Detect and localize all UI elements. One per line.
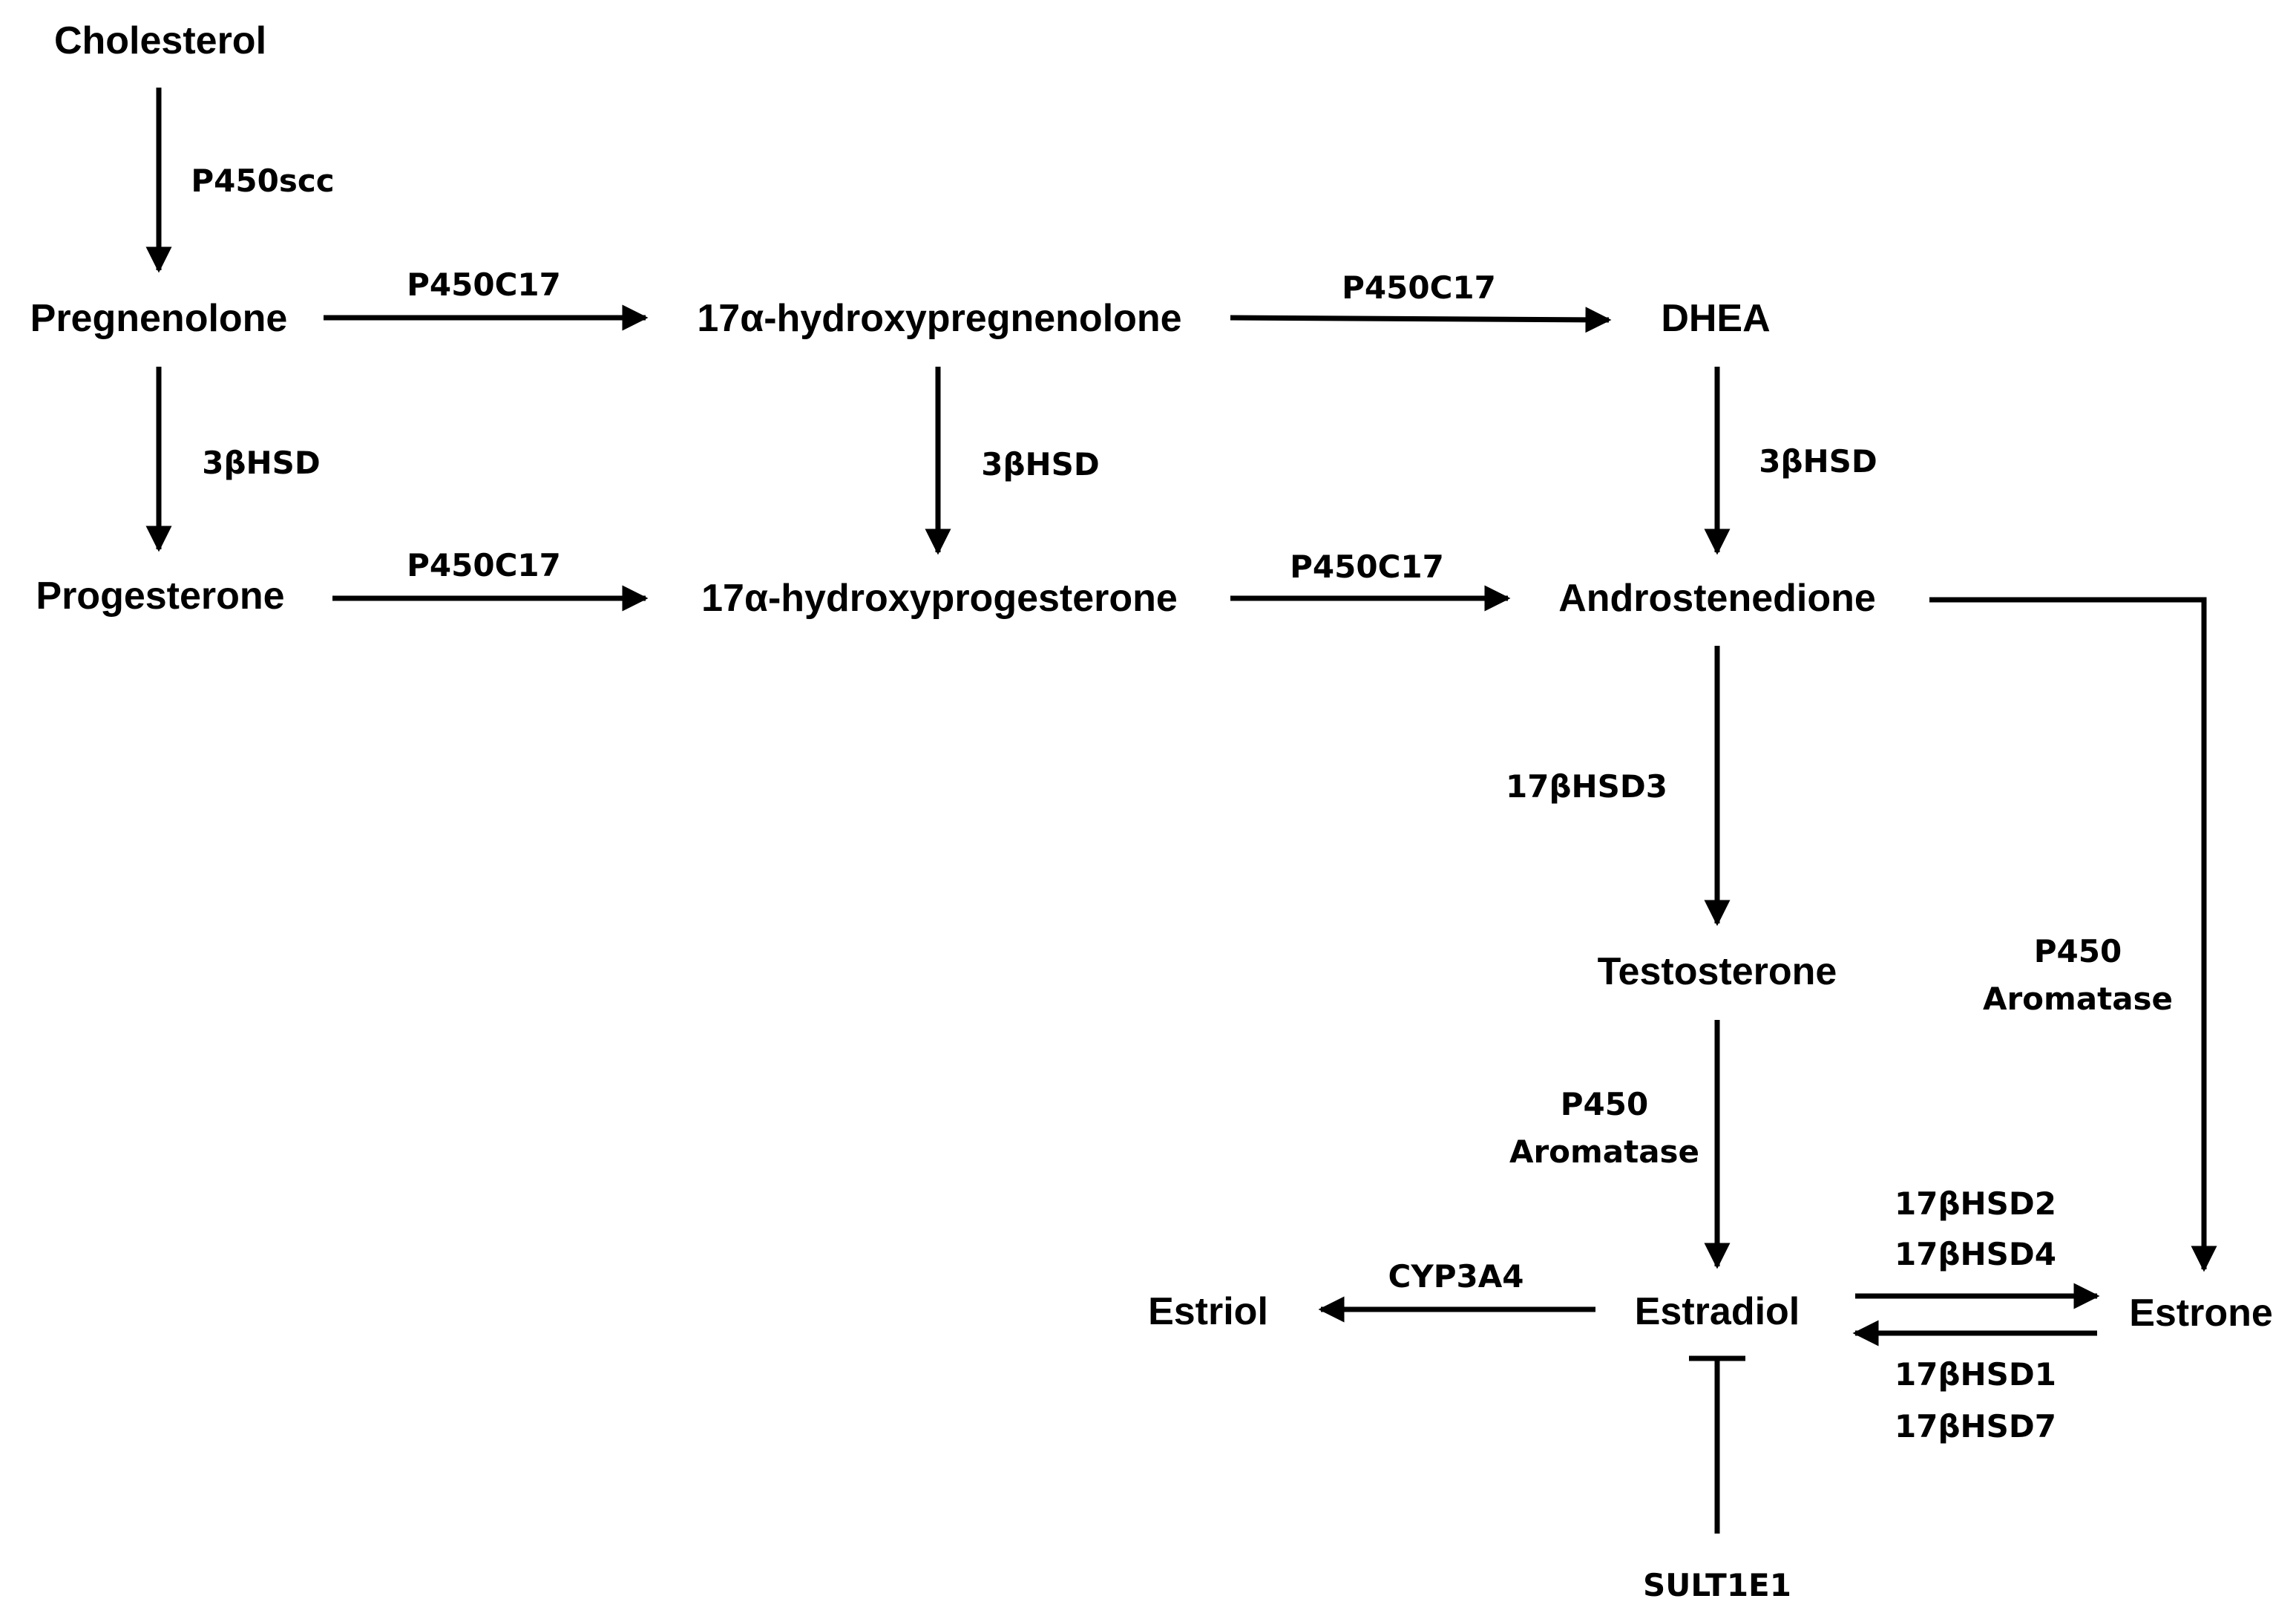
enzyme-label-17bhsd4: 17βHSD4: [1895, 1236, 2056, 1272]
node-estrone: Estrone: [2129, 1292, 2273, 1335]
node-estriol: Estriol: [1148, 1290, 1268, 1333]
enzyme-label-p450c17: P450C17: [407, 547, 561, 583]
enzyme-label-p450c17: P450C17: [1290, 549, 1444, 585]
node-androstenedione: Androstenedione: [1558, 577, 1876, 620]
enzyme-label-p450-aromatase: P450: [2034, 933, 2122, 969]
enzyme-label-3bhsd: 3βHSD: [1759, 443, 1877, 480]
enzyme-label-sult1e1: SULT1E1: [1643, 1567, 1791, 1603]
enzyme-label-cyp3a4: CYP3A4: [1388, 1258, 1524, 1295]
node-testosterone: Testosterone: [1598, 950, 1837, 993]
node-cholesterol: Cholesterol: [54, 19, 266, 62]
enzyme-label-3bhsd: 3βHSD: [202, 445, 321, 481]
enzyme-label-17bhsd3: 17βHSD3: [1506, 768, 1667, 805]
node-17a-hydroxypregnenolone: 17α-hydroxypregnenolone: [697, 297, 1181, 340]
node-pregnenolone: Pregnenolone: [30, 297, 288, 340]
arrow-17a-hydroxypregnenolone-to-dhea: [1230, 307, 1612, 333]
node-estradiol: Estradiol: [1635, 1290, 1800, 1333]
enzyme-label-p450-aromatase: Aromatase: [1509, 1133, 1699, 1170]
enzyme-label-17bhsd1: 17βHSD1: [1895, 1356, 2056, 1393]
arrow-androstenedione-to-estrone: [1929, 597, 2217, 1272]
enzyme-label-p450-aromatase: P450: [1561, 1086, 1648, 1122]
enzyme-label-17bhsd2: 17βHSD2: [1895, 1185, 2056, 1222]
enzyme-label-p450-aromatase: Aromatase: [1983, 981, 2173, 1017]
enzyme-label-p450c17: P450C17: [407, 266, 561, 303]
enzyme-label-p450c17: P450C17: [1342, 269, 1496, 306]
node-17a-hydroxyprogesterone: 17α-hydroxyprogesterone: [701, 577, 1178, 620]
node-progesterone: Progesterone: [36, 575, 284, 618]
enzyme-label-3bhsd: 3βHSD: [981, 446, 1100, 482]
enzyme-label-17bhsd7: 17βHSD7: [1895, 1408, 2056, 1444]
enzyme-label-p450scc: P450scc: [191, 163, 334, 199]
node-dhea: DHEA: [1661, 297, 1770, 340]
